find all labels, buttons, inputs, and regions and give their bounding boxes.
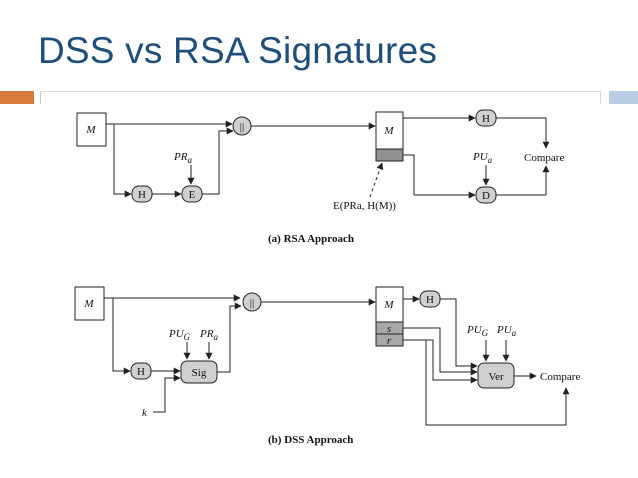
rsa-signature-pointer xyxy=(369,162,384,198)
rsa-wire-encrypt-concat xyxy=(202,127,234,195)
accent-bar-right xyxy=(609,91,638,104)
dss-wire-sign-concat xyxy=(217,302,242,373)
dss-concat-label: || xyxy=(250,297,254,309)
slide-title: DSS vs RSA Signatures xyxy=(38,30,438,71)
rsa-signature-block xyxy=(375,148,404,162)
dss-receiver-hash-label: H xyxy=(426,294,434,306)
dss-pug2-label: PUG xyxy=(466,324,489,338)
rsa-approach: M H E PRa || M E(PRa, H(M)) xyxy=(76,109,564,245)
rsa-concat-label: || xyxy=(240,121,244,133)
rsa-encrypt-label: E xyxy=(189,189,196,201)
rsa-signature-note: E(PRa, H(M)) xyxy=(333,200,396,212)
dss-s-label: s xyxy=(387,323,391,335)
dss-wire-hash-verify xyxy=(440,298,478,370)
dss-pra-label: PRa xyxy=(199,328,218,342)
dss-compare-label: Compare xyxy=(540,371,580,383)
dss-received-message-label: M xyxy=(383,299,394,311)
rsa-receiver-hash-label: H xyxy=(482,113,490,125)
divider-right xyxy=(600,91,601,104)
dss-hash-label: H xyxy=(137,366,145,378)
rsa-message-label: M xyxy=(85,124,96,136)
dss-wire-s-verify xyxy=(403,327,478,376)
divider-top xyxy=(40,91,600,92)
dss-message-box xyxy=(74,286,105,321)
rsa-hash-label: H xyxy=(138,189,146,201)
dss-r-label: r xyxy=(387,335,392,347)
dss-sign-label: Sig xyxy=(192,367,207,379)
divider-left xyxy=(40,91,41,104)
rsa-caption: (a) RSA Approach xyxy=(268,233,354,245)
dss-wire-k-sign xyxy=(153,374,181,413)
rsa-wire-hash-compare xyxy=(496,117,550,149)
dss-caption: (b) DSS Approach xyxy=(268,434,353,446)
dss-k-label: k xyxy=(142,407,148,419)
dss-wire-r-verify xyxy=(403,339,478,384)
dss-pug-label: PUG xyxy=(168,328,191,342)
rsa-public-key-label: PUa xyxy=(472,151,493,165)
rsa-message-box xyxy=(76,112,107,147)
rsa-compare-label: Compare xyxy=(524,152,564,164)
rsa-wire-signature-decrypt xyxy=(403,154,476,199)
rsa-private-key-label: PRa xyxy=(173,151,192,165)
dss-pua-label: PUa xyxy=(496,324,517,338)
accent-bar-left xyxy=(0,91,34,104)
dss-wire-r-compare xyxy=(425,340,570,426)
dss-message-label: M xyxy=(83,298,94,310)
rsa-wire-decrypt-compare xyxy=(496,165,550,196)
dss-verify-label: Ver xyxy=(488,371,504,383)
rsa-decrypt-label: D xyxy=(482,190,490,202)
rsa-received-message-label: M xyxy=(383,125,394,137)
rsa-wire-m-hash xyxy=(113,124,132,198)
dss-approach: M H Sig PUG PRa k || M s xyxy=(74,286,580,446)
dss-wire-m-hash xyxy=(112,298,131,375)
